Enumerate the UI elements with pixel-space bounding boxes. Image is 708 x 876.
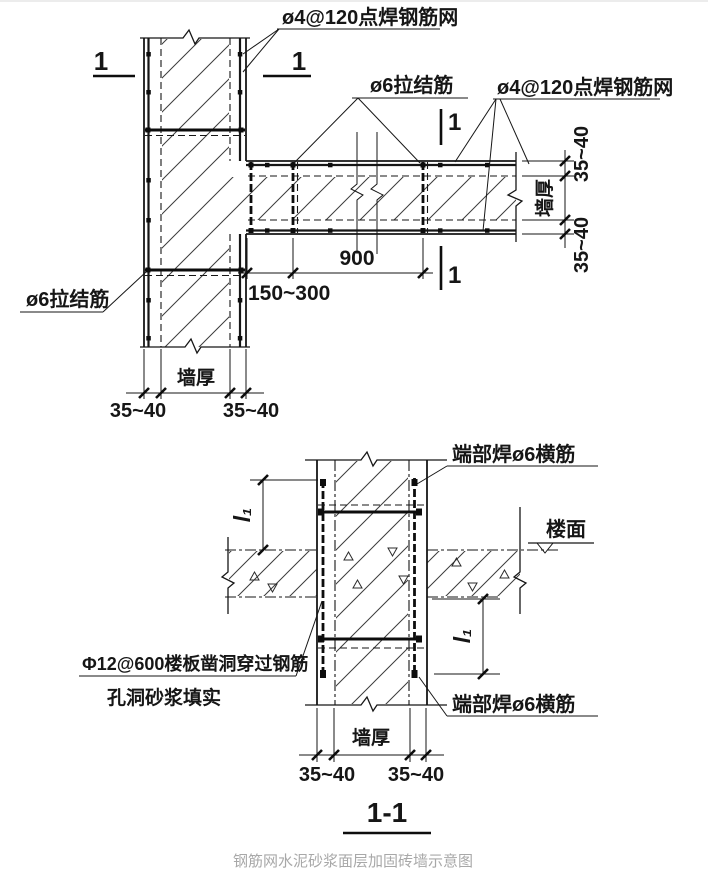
plan-dim-side: 35~40 墙厚 35~40 [522,126,593,273]
dim-3540-bottom-right: 35~40 [223,400,279,422]
dim-3540-side-top: 35~40 [571,126,593,182]
section-title: 1-1 [343,797,431,835]
plan-callouts: ø4@120点焊钢筋网 ø6拉结筋 ø4@120点焊钢筋网 ø6拉结筋 [20,5,673,313]
slab-break-right [512,507,528,614]
section-view: 楼面 l₁ [79,442,598,835]
dim-l1-top: l₁ [229,508,255,523]
dim-3540-bottom-left: 35~40 [110,400,166,422]
dim-wall-thickness-side: 墙厚 [533,179,556,217]
section-bars [318,478,426,678]
plan-wall-hatch [162,39,516,347]
label-through-bars: Φ12@600楼板凿洞穿过钢筋 [82,653,308,674]
dim-900: 900 [339,247,374,270]
break-line-top [140,28,250,46]
dim-3540-section-left: 35~40 [299,764,355,786]
section-mark-1d: 1 [448,262,461,289]
plan-mesh-dots [146,52,490,341]
plan-vertical-wall [140,28,250,355]
section-hatch [229,461,520,704]
section-mark-1a: 1 [94,46,108,76]
section-mark-1b: 1 [292,46,306,76]
dim-wall-thickness-bottom: 墙厚 [177,366,215,389]
label-tie-top: ø6拉结筋 [370,73,453,97]
section-break-bottom [305,695,447,713]
plan-section-marks: 1 1 1 1 [93,46,461,290]
level-triangle-icon [535,542,555,554]
dim-wall-thickness-section: 墙厚 [352,726,390,749]
break-line-bottom [140,337,250,355]
slab-break-left [220,537,236,614]
section-break-top [305,450,447,468]
dim-lap-bottom: l₁ [432,593,500,680]
dim-150-300: 150~300 [248,282,330,305]
mid-break-1 [350,132,364,254]
floor-level-marker: 楼面 [528,518,594,554]
label-floor-level: 楼面 [546,518,586,541]
label-mesh-left: ø4@120点焊钢筋网 [282,5,458,29]
plan-dim-span: 900 150~300 [238,238,433,305]
floor-slab [220,507,560,614]
dim-3540-side-bottom: 35~40 [571,217,593,273]
label-end-weld-top: 端部焊ø6横筋 [452,442,575,466]
section-callouts: 端部焊ø6横筋 端部焊ø6横筋 Φ12@600楼板凿洞穿过钢筋 孔洞砂浆填实 [79,442,598,717]
label-end-weld-bottom: 端部焊ø6横筋 [452,692,575,716]
drawing-caption: 钢筋网水泥砂浆面层加固砖墙示意图 [233,852,473,870]
section-mark-1c: 1 [448,109,461,136]
plan-view: 1 1 1 1 ø4@120点焊钢筋网 ø6拉结筋 ø4@120点焊钢筋网 ø6… [20,5,673,422]
dim-lap-top: l₁ [229,474,318,556]
section-title-text: 1-1 [367,797,407,828]
mid-break-2 [370,132,384,254]
label-tie-left: ø6拉结筋 [26,287,109,311]
section-dim-bottom: 墙厚 35~40 35~40 [299,708,444,786]
label-grout-fill: 孔洞砂浆填实 [107,686,221,709]
dim-3540-section-right: 35~40 [388,764,444,786]
plan-tie-bars [145,127,429,277]
plan-dim-bottom: 墙厚 35~40 35~40 [110,349,279,422]
section-wall [305,450,447,713]
dim-l1-bottom: l₁ [449,629,475,644]
break-line-right [506,152,524,242]
concrete-triangles [249,547,510,594]
label-mesh-right: ø4@120点焊钢筋网 [497,75,673,99]
